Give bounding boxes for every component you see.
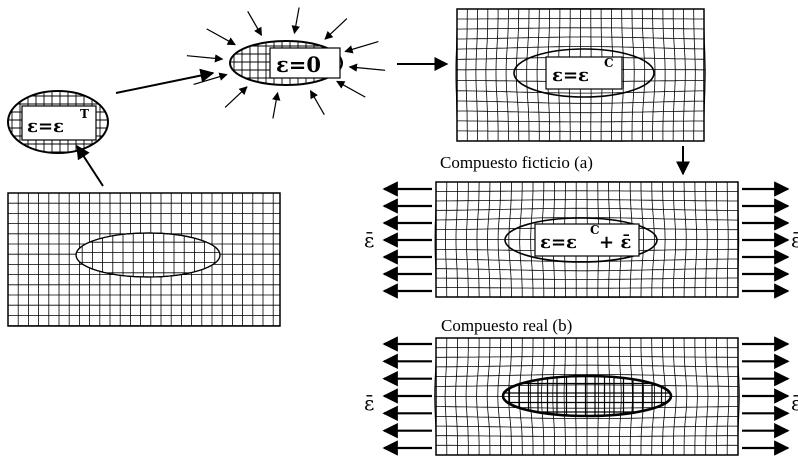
traction-arrow bbox=[272, 91, 281, 119]
traction-arrow bbox=[344, 41, 379, 54]
eq-fictitious-label: ε=ε bbox=[540, 232, 577, 253]
zero-strain-inclusion: ε=0 bbox=[186, 7, 386, 119]
eq-fictitious-superscript: C bbox=[590, 223, 600, 237]
fictitious-composite-grid: ε=ε C + ε̄ bbox=[434, 181, 740, 298]
eq-transform-superscript: T bbox=[80, 107, 89, 121]
traction-arrow bbox=[336, 80, 366, 98]
eq-constrained-superscript: C bbox=[604, 56, 614, 70]
constrained-inclusion-grid: ε=ε C bbox=[455, 8, 706, 142]
applied-strain-label-a-left: ε̄ bbox=[364, 228, 374, 252]
applied-strain-arrows bbox=[382, 181, 790, 456]
traction-arrow bbox=[224, 86, 248, 108]
traction-arrow bbox=[324, 18, 348, 40]
traction-arrow bbox=[186, 54, 224, 63]
eq-fictitious-tail: + ε̄ bbox=[599, 232, 631, 253]
caption-real: Compuesto real (b) bbox=[441, 316, 572, 335]
traction-arrow bbox=[206, 28, 236, 46]
arrow-matrix-to-inclusion bbox=[76, 144, 104, 187]
transformed-inclusion: ε=ε T bbox=[7, 90, 109, 154]
applied-strain-label-b-left: ε̄ bbox=[364, 391, 374, 415]
eq-zero-label: ε=0 bbox=[276, 52, 321, 77]
traction-arrow bbox=[348, 63, 386, 72]
caption-fictitious: Compuesto ficticio (a) bbox=[440, 153, 593, 172]
eq-transform-label: ε=ε bbox=[27, 116, 64, 137]
traction-arrow bbox=[291, 7, 300, 35]
applied-strain-label-b-right: ε̄ bbox=[791, 391, 798, 415]
applied-strain-label-a-right: ε̄ bbox=[791, 228, 798, 252]
surface-traction-arrows bbox=[186, 7, 386, 119]
arrow-transform-to-zero bbox=[115, 68, 215, 94]
traction-arrow bbox=[247, 11, 263, 37]
matrix-with-hole bbox=[7, 192, 281, 327]
eq-constrained-label: ε=ε bbox=[552, 65, 589, 86]
real-composite-grid bbox=[434, 337, 740, 456]
traction-arrow bbox=[309, 89, 325, 115]
